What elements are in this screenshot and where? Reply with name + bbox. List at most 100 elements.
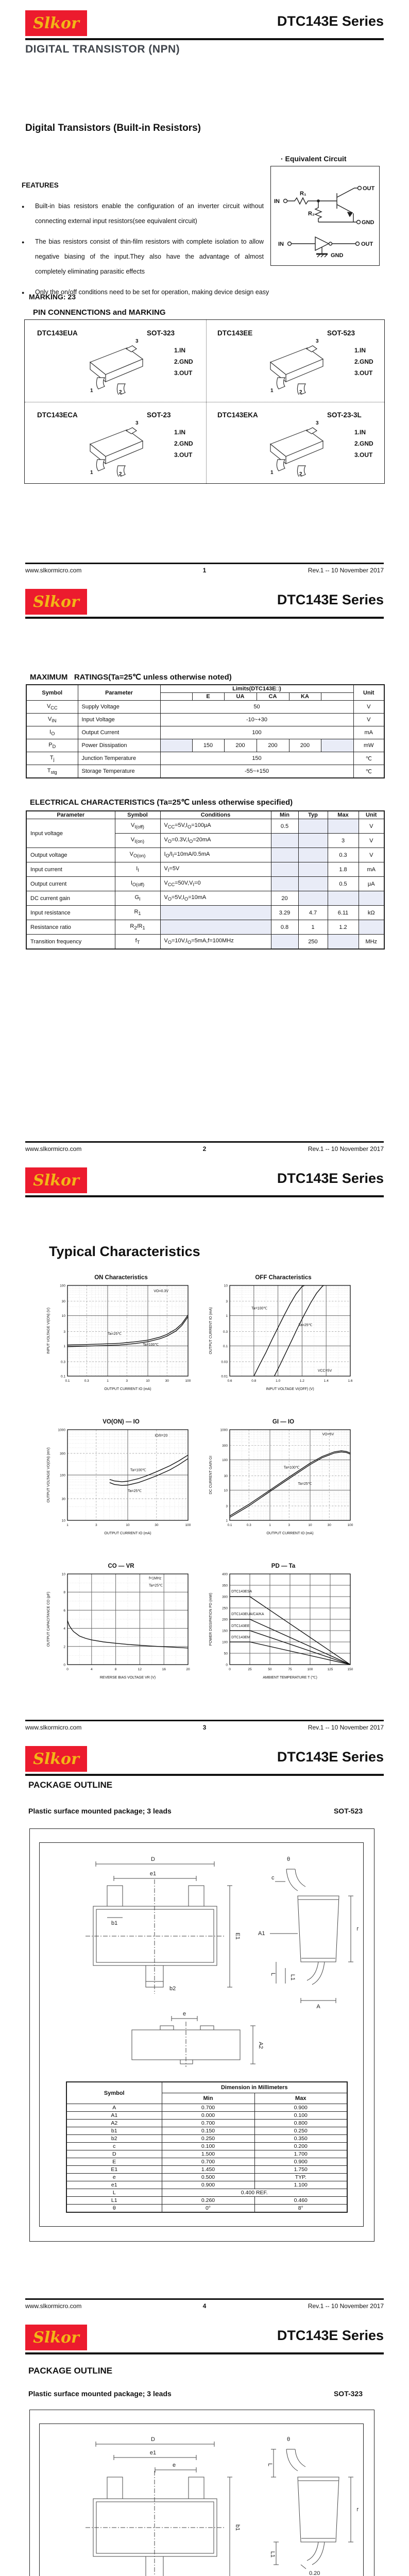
- min-cell: 0.100: [161, 2142, 255, 2150]
- max-cell: 0.900: [254, 2104, 348, 2112]
- y-tick-label: 1: [63, 1345, 65, 1348]
- symbol-cell: IO: [26, 726, 78, 739]
- unit-cell: μA: [358, 876, 385, 891]
- y-tick-label: 0.1: [61, 1375, 65, 1379]
- equivalent-circuit-heading: · Equivalent Circuit: [281, 155, 347, 163]
- y-tick-label: 100: [222, 1459, 228, 1462]
- logo-text: Slkor: [33, 1171, 79, 1190]
- dim-L1: L1: [269, 2551, 276, 2557]
- y-tick-label: 0.3: [61, 1361, 65, 1364]
- pin-list-item: 3.OUT: [354, 369, 373, 377]
- plot-border: [229, 1429, 351, 1521]
- y-tick-label: 0: [226, 1664, 228, 1667]
- outline-frame-inner: [39, 2424, 364, 2576]
- y-tick-label: 300: [60, 1452, 65, 1456]
- outline-frame-inner: [39, 1842, 364, 2227]
- x-axis-label: OUTPUT CURRENT IO (mA): [266, 1532, 313, 1535]
- conditions-cell: VCC=5V,IO=100μA: [160, 819, 271, 834]
- limit-subcolumn-header: [160, 692, 193, 701]
- feature-text: Only the on/off conditions need to be se…: [35, 289, 269, 296]
- dim-e1: e1: [150, 1871, 156, 1877]
- footer-page-number: 2: [202, 1145, 207, 1153]
- parameter-cell: Output current: [26, 876, 115, 891]
- symbol-cell: A2: [66, 2119, 162, 2127]
- y-tick-label: 10: [224, 1489, 228, 1493]
- slkor-logo: Slkor: [25, 1746, 87, 1772]
- max-cell: 0.3: [327, 848, 359, 862]
- annotation: Ta=25℃: [128, 1489, 142, 1493]
- x-tick-label: 1: [107, 1379, 109, 1383]
- y-axis-label: DC CURRENT GAIN GI: [209, 1456, 213, 1495]
- footer-page-number: 4: [202, 2302, 207, 2310]
- max-cell: 1.8: [327, 862, 359, 877]
- symbol-cell: VI(on): [114, 833, 161, 848]
- symbol-header: Symbol: [66, 2081, 162, 2104]
- pin-1-label: 1: [90, 470, 93, 476]
- pin-3-label: 3: [316, 338, 319, 344]
- x-tick-label: 125: [328, 1668, 333, 1671]
- annotation: DTC143EUA/CA/KA: [231, 1613, 264, 1616]
- parameter-cell: Resistance ratio: [26, 920, 115, 935]
- elec-char-heading: ELECTRICAL CHARACTERISTICS (Ta=25℃ unles…: [30, 798, 293, 807]
- parameter-cell: Input resistance: [26, 905, 115, 920]
- y-tick-label: 0.01: [221, 1375, 228, 1379]
- series-DTC143EUA/CA/KA: [230, 1619, 351, 1665]
- package-subtitle: Plastic surface mounted package; 3 leads: [28, 2389, 172, 2398]
- chart-title: GI — IO: [272, 1419, 295, 1425]
- package-outline-heading: PACKAGE OUTLINE: [28, 1780, 113, 1790]
- unit-cell: [358, 891, 385, 906]
- chart-title: PD — Ta: [271, 1563, 296, 1569]
- y-tick-label: 6: [63, 1609, 65, 1613]
- series-Ta=100℃: [67, 1316, 189, 1347]
- limit-cell: 200: [224, 739, 257, 752]
- min-cell: 0.700: [161, 2119, 255, 2127]
- dim-b1: b1: [234, 2524, 241, 2531]
- page-1: Slkor DTC143E Series DIGITAL TRANSISTOR …: [0, 0, 409, 579]
- parameter-cell: Output voltage: [26, 848, 115, 862]
- outline-frame: D e1 b1 b2 E1 θ c A1 E L L1 A e A2 Symbo…: [29, 1828, 374, 2242]
- y-tick-label: 1: [226, 1519, 228, 1523]
- x-tick-label: 4: [91, 1668, 93, 1671]
- annotation: Ta=25℃: [108, 1332, 122, 1336]
- min-cell: 0.500: [161, 2173, 255, 2181]
- typ-cell: [298, 819, 328, 834]
- unit-cell: V: [353, 713, 385, 726]
- y-tick-label: 300: [222, 1444, 228, 1448]
- series-Ta=25℃: [229, 1451, 351, 1518]
- annotation: DTC143EM: [231, 1636, 250, 1639]
- pin-3-label: 3: [135, 420, 139, 426]
- dim-E1: E1: [234, 1933, 241, 1939]
- typ-cell: [298, 876, 328, 891]
- y-tick-label: 10: [62, 1314, 66, 1318]
- slkor-logo: Slkor: [25, 2325, 87, 2350]
- y-tick-label: 10: [224, 1284, 228, 1288]
- limit-cell: -55~+150: [160, 765, 354, 778]
- min-cell: 0.8: [270, 920, 299, 935]
- symbol-cell: II: [114, 862, 161, 877]
- y-tick-label: 100: [222, 1641, 228, 1645]
- series-Ta=25℃: [109, 1458, 189, 1486]
- equivalent-circuit-diagram: IN OUT GND R₁ R₂ IN OUT GND: [274, 185, 375, 259]
- pin-list-item: 2.GND: [174, 358, 193, 365]
- min-cell: 0.250: [161, 2134, 255, 2143]
- symbol-cell: b1: [66, 2127, 162, 2135]
- x-tick-label: 100: [308, 1668, 313, 1671]
- dim-e: e: [183, 2011, 186, 2017]
- x-tick-label: 3: [95, 1523, 97, 1527]
- x-tick-label: 1.6: [348, 1379, 352, 1383]
- symbol-cell: D: [66, 2150, 162, 2158]
- column-header: Unit: [358, 810, 385, 819]
- x-tick-label: 0: [66, 1668, 69, 1671]
- pin-1-label: 1: [270, 388, 274, 394]
- pin-1-label: 1: [270, 470, 274, 476]
